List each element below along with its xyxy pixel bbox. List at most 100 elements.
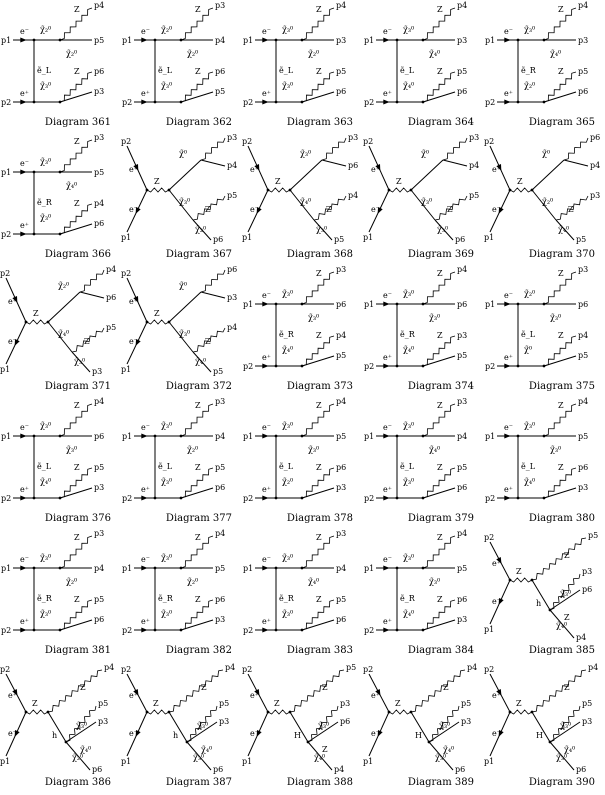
neutralino-label-c: χ̃₄⁰ — [195, 357, 206, 366]
vertex-dot — [145, 710, 149, 714]
neutralino-label-b: χ̃₂⁰ — [542, 197, 553, 206]
neutralino-out-lower — [180, 91, 214, 103]
diagram-caption: Diagram 377 — [165, 513, 232, 524]
external-momentum-label: p1 — [1, 432, 11, 441]
electron-label: e⁻ — [20, 555, 29, 564]
neutralino-line-lower — [186, 741, 212, 771]
neutralino-label-a: χ̃₃⁰ — [282, 553, 293, 562]
diagram-caption: Diagram 364 — [407, 117, 474, 128]
external-momentum-label: p5 — [215, 463, 225, 472]
fermion-arrow — [256, 730, 262, 737]
neutralino-label-b: χ̃₃⁰ — [193, 753, 204, 762]
external-momentum-label: p3 — [215, 397, 225, 406]
diagram-caption: Diagram 381 — [44, 645, 111, 656]
neutralino-label-c: χ̃₄⁰ — [429, 49, 440, 58]
neutralino-line-upper — [186, 721, 218, 743]
neutralino-label-b: χ̃₃⁰ — [179, 197, 190, 206]
external-momentum-label: p3 — [582, 567, 592, 576]
z-boson-line-lower — [301, 467, 335, 499]
z-boson-line-upper — [301, 403, 335, 437]
neutralino-out-lower — [180, 619, 214, 631]
external-momentum-label: p5 — [94, 168, 104, 177]
external-momentum-label: p2 — [122, 626, 132, 635]
fermion-arrow — [377, 730, 383, 737]
external-momentum-label: p2 — [0, 665, 10, 674]
external-momentum-label: p1 — [0, 365, 10, 374]
neutralino-label-a: χ̃₃⁰ — [524, 421, 535, 430]
external-momentum-label: p6 — [94, 219, 104, 228]
positron-label: e⁺ — [141, 89, 150, 98]
neutralino-label-c: χ̃₃⁰ — [308, 445, 319, 454]
selectron-label: ẽ_R — [400, 330, 416, 339]
electron-label: e⁻ — [383, 291, 392, 300]
neutralino-label-a: χ̃₃⁰ — [40, 553, 51, 562]
z-label: Z — [33, 309, 39, 318]
electron-label: e⁻ — [383, 555, 392, 564]
positron-label: e⁺ — [383, 617, 392, 626]
z-label: Z — [275, 177, 281, 186]
z-boson-line-upper — [301, 271, 335, 305]
neutralino-label-a: χ̃₂⁰ — [58, 281, 69, 290]
diagram-caption: Diagram 367 — [165, 249, 232, 260]
positron-label: e⁺ — [141, 485, 150, 494]
external-momentum-label: p5 — [578, 351, 588, 360]
external-momentum-label: p2 — [0, 269, 10, 278]
external-momentum-label: p3 — [98, 717, 108, 726]
z-label: Z — [516, 567, 522, 576]
fermion-arrow — [383, 565, 390, 571]
positron-label: e⁺ — [504, 89, 513, 98]
neutralino-label-a: χ̃₃⁰ — [76, 721, 87, 730]
neutralino-line-upper — [289, 159, 323, 191]
neutralino-label-c: χ̃₃⁰ — [66, 445, 77, 454]
neutralino-out-upper — [200, 159, 226, 167]
diagram-caption: Diagram 378 — [286, 513, 353, 524]
fermion-arrow — [262, 433, 269, 439]
electron-label: e⁻ — [383, 27, 392, 36]
z-label: Z — [274, 699, 280, 708]
external-momentum-label: p6 — [215, 67, 225, 76]
neutralino-out-lower — [543, 487, 577, 499]
neutralino-label-c: χ̃₂⁰ — [187, 577, 198, 586]
neutralino-label-a: χ̃₃⁰ — [524, 25, 535, 34]
positron-label: e⁺ — [250, 691, 259, 700]
fermion-arrow — [498, 598, 504, 605]
diagram-caption: Diagram 382 — [165, 645, 232, 656]
higgs-label: h — [536, 599, 541, 608]
higgs-label: H — [536, 731, 543, 740]
external-momentum-label: p4 — [578, 331, 588, 340]
diagram-caption: Diagram 383 — [286, 645, 353, 656]
diagram-caption: Diagram 385 — [528, 645, 595, 656]
electron-label: e⁻ — [492, 205, 501, 214]
neutralino-label-b: χ̃₃⁰ — [161, 81, 172, 90]
positron-label: e⁺ — [262, 617, 271, 626]
neutralino-label-a: χ̃₃⁰ — [161, 421, 172, 430]
z-label: Z — [437, 463, 443, 472]
electron-label: e⁻ — [20, 423, 29, 432]
z-label: Z — [558, 401, 564, 410]
neutralino-label-a: χ̃₃⁰ — [197, 721, 208, 730]
fermion-arrow — [135, 730, 141, 737]
diagram-caption: Diagram 366 — [44, 249, 111, 260]
external-momentum-label: p5 — [582, 699, 592, 708]
fermion-arrow — [20, 433, 27, 439]
external-momentum-label: p5 — [578, 432, 588, 441]
positron-label: e⁺ — [20, 221, 29, 230]
positron-label: e⁺ — [262, 353, 271, 362]
external-momentum-label: p1 — [363, 233, 373, 242]
external-momentum-label: p2 — [243, 626, 253, 635]
neutralino-line-upper — [549, 589, 581, 611]
vertex-dot — [508, 578, 512, 582]
external-momentum-label: p3 — [578, 265, 588, 274]
neutralino-label-c: χ̃₃⁰ — [316, 225, 327, 234]
external-momentum-label: p4 — [457, 1, 467, 10]
external-momentum-label: p3 — [94, 483, 104, 492]
z-label: Z — [195, 595, 201, 604]
fermion-arrow — [496, 556, 502, 564]
external-momentum-label: p1 — [484, 233, 494, 242]
selectron-label: ẽ_L — [279, 462, 294, 471]
electron-label: e⁻ — [371, 729, 380, 738]
